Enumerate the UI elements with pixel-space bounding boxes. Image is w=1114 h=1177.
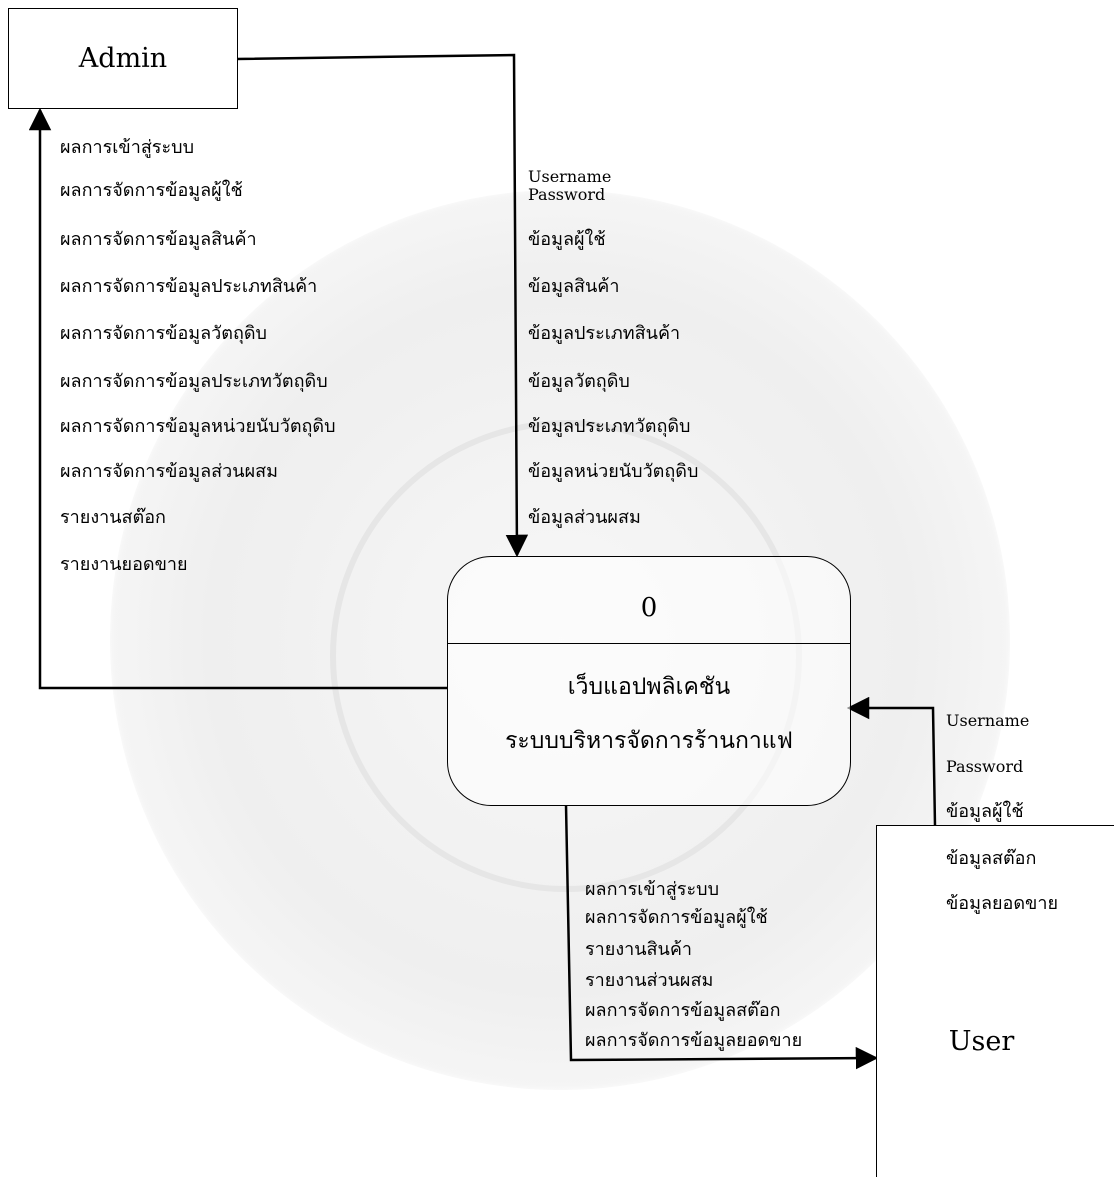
- flow-label-user-process-3: ข้อมูลสต๊อก: [946, 848, 1037, 869]
- flow-user-to-process: [846, 696, 937, 827]
- flow-label-process-admin-6: ผลการจัดการข้อมูลหน่วยนับวัตถุดิบ: [60, 416, 336, 437]
- flow-label-process-admin-5: ผลการจัดการข้อมูลประเภทวัตถุดิบ: [60, 371, 328, 392]
- flow-label-process-admin-3: ผลการจัดการข้อมูลประเภทสินค้า: [60, 276, 318, 297]
- flow-process-to-user: [564, 804, 879, 1070]
- flow-label-process-user-3: รายงานส่วนผสม: [585, 970, 714, 991]
- flow-label-admin-process-4: ข้อมูลประเภทสินค้า: [528, 323, 681, 344]
- flow-label-user-process-2: ข้อมูลผู้ใช้: [946, 801, 1024, 822]
- flow-label-admin-process-5: ข้อมูลวัตถุดิบ: [528, 371, 630, 392]
- flow-process-to-admin: [28, 107, 447, 690]
- entity-user-label: User: [948, 1026, 1015, 1057]
- flow-label-user-process-4: ข้อมูลยอดขาย: [946, 893, 1059, 914]
- process-0: 0 เว็บแอปพลิเคชัน ระบบบริหารจัดการร้านกา…: [447, 556, 851, 806]
- flow-label-admin-process-8: ข้อมูลส่วนผสม: [528, 507, 641, 528]
- flow-label-admin-process-1: Password: [528, 185, 606, 204]
- process-divider: [448, 643, 850, 644]
- entity-admin: Admin: [8, 8, 238, 109]
- flow-admin-to-process: [235, 53, 529, 558]
- flow-label-process-admin-7: ผลการจัดการข้อมูลส่วนผสม: [60, 461, 278, 482]
- flow-label-admin-process-3: ข้อมูลสินค้า: [528, 276, 620, 297]
- flow-label-admin-process-6: ข้อมูลประเภทวัตถุดิบ: [528, 416, 691, 437]
- flow-label-admin-process-2: ข้อมูลผู้ใช้: [528, 229, 606, 250]
- flow-label-process-admin-9: รายงานยอดขาย: [60, 554, 188, 575]
- flow-label-admin-process-0: Username: [528, 167, 612, 186]
- flow-label-process-user-1: ผลการจัดการข้อมูลผู้ใช้: [585, 907, 768, 928]
- flow-label-user-process-1: Password: [946, 757, 1024, 776]
- flow-label-process-user-5: ผลการจัดการข้อมูลยอดขาย: [585, 1030, 803, 1051]
- flow-label-process-admin-1: ผลการจัดการข้อมูลผู้ใช้: [60, 180, 243, 201]
- flow-label-user-process-0: Username: [946, 711, 1030, 730]
- flow-label-process-admin-8: รายงานสต๊อก: [60, 507, 166, 528]
- flow-label-admin-process-7: ข้อมูลหน่วยนับวัตถุดิบ: [528, 461, 699, 482]
- flow-label-process-user-2: รายงานสินค้า: [585, 939, 692, 960]
- flow-label-process-admin-0: ผลการเข้าสู่ระบบ: [60, 137, 194, 158]
- process-title: เว็บแอปพลิเคชัน: [567, 674, 731, 700]
- entity-admin-label: Admin: [78, 43, 168, 74]
- flow-label-process-user-0: ผลการเข้าสู่ระบบ: [585, 879, 719, 900]
- flow-label-process-admin-4: ผลการจัดการข้อมูลวัตถุดิบ: [60, 323, 267, 344]
- flow-label-process-user-4: ผลการจัดการข้อมูลสต๊อก: [585, 1000, 781, 1021]
- process-id: 0: [640, 593, 658, 623]
- process-subtitle: ระบบบริหารจัดการร้านกาแฟ: [505, 728, 793, 754]
- entity-user: User: [876, 825, 1114, 1177]
- flow-label-process-admin-2: ผลการจัดการข้อมูลสินค้า: [60, 229, 257, 250]
